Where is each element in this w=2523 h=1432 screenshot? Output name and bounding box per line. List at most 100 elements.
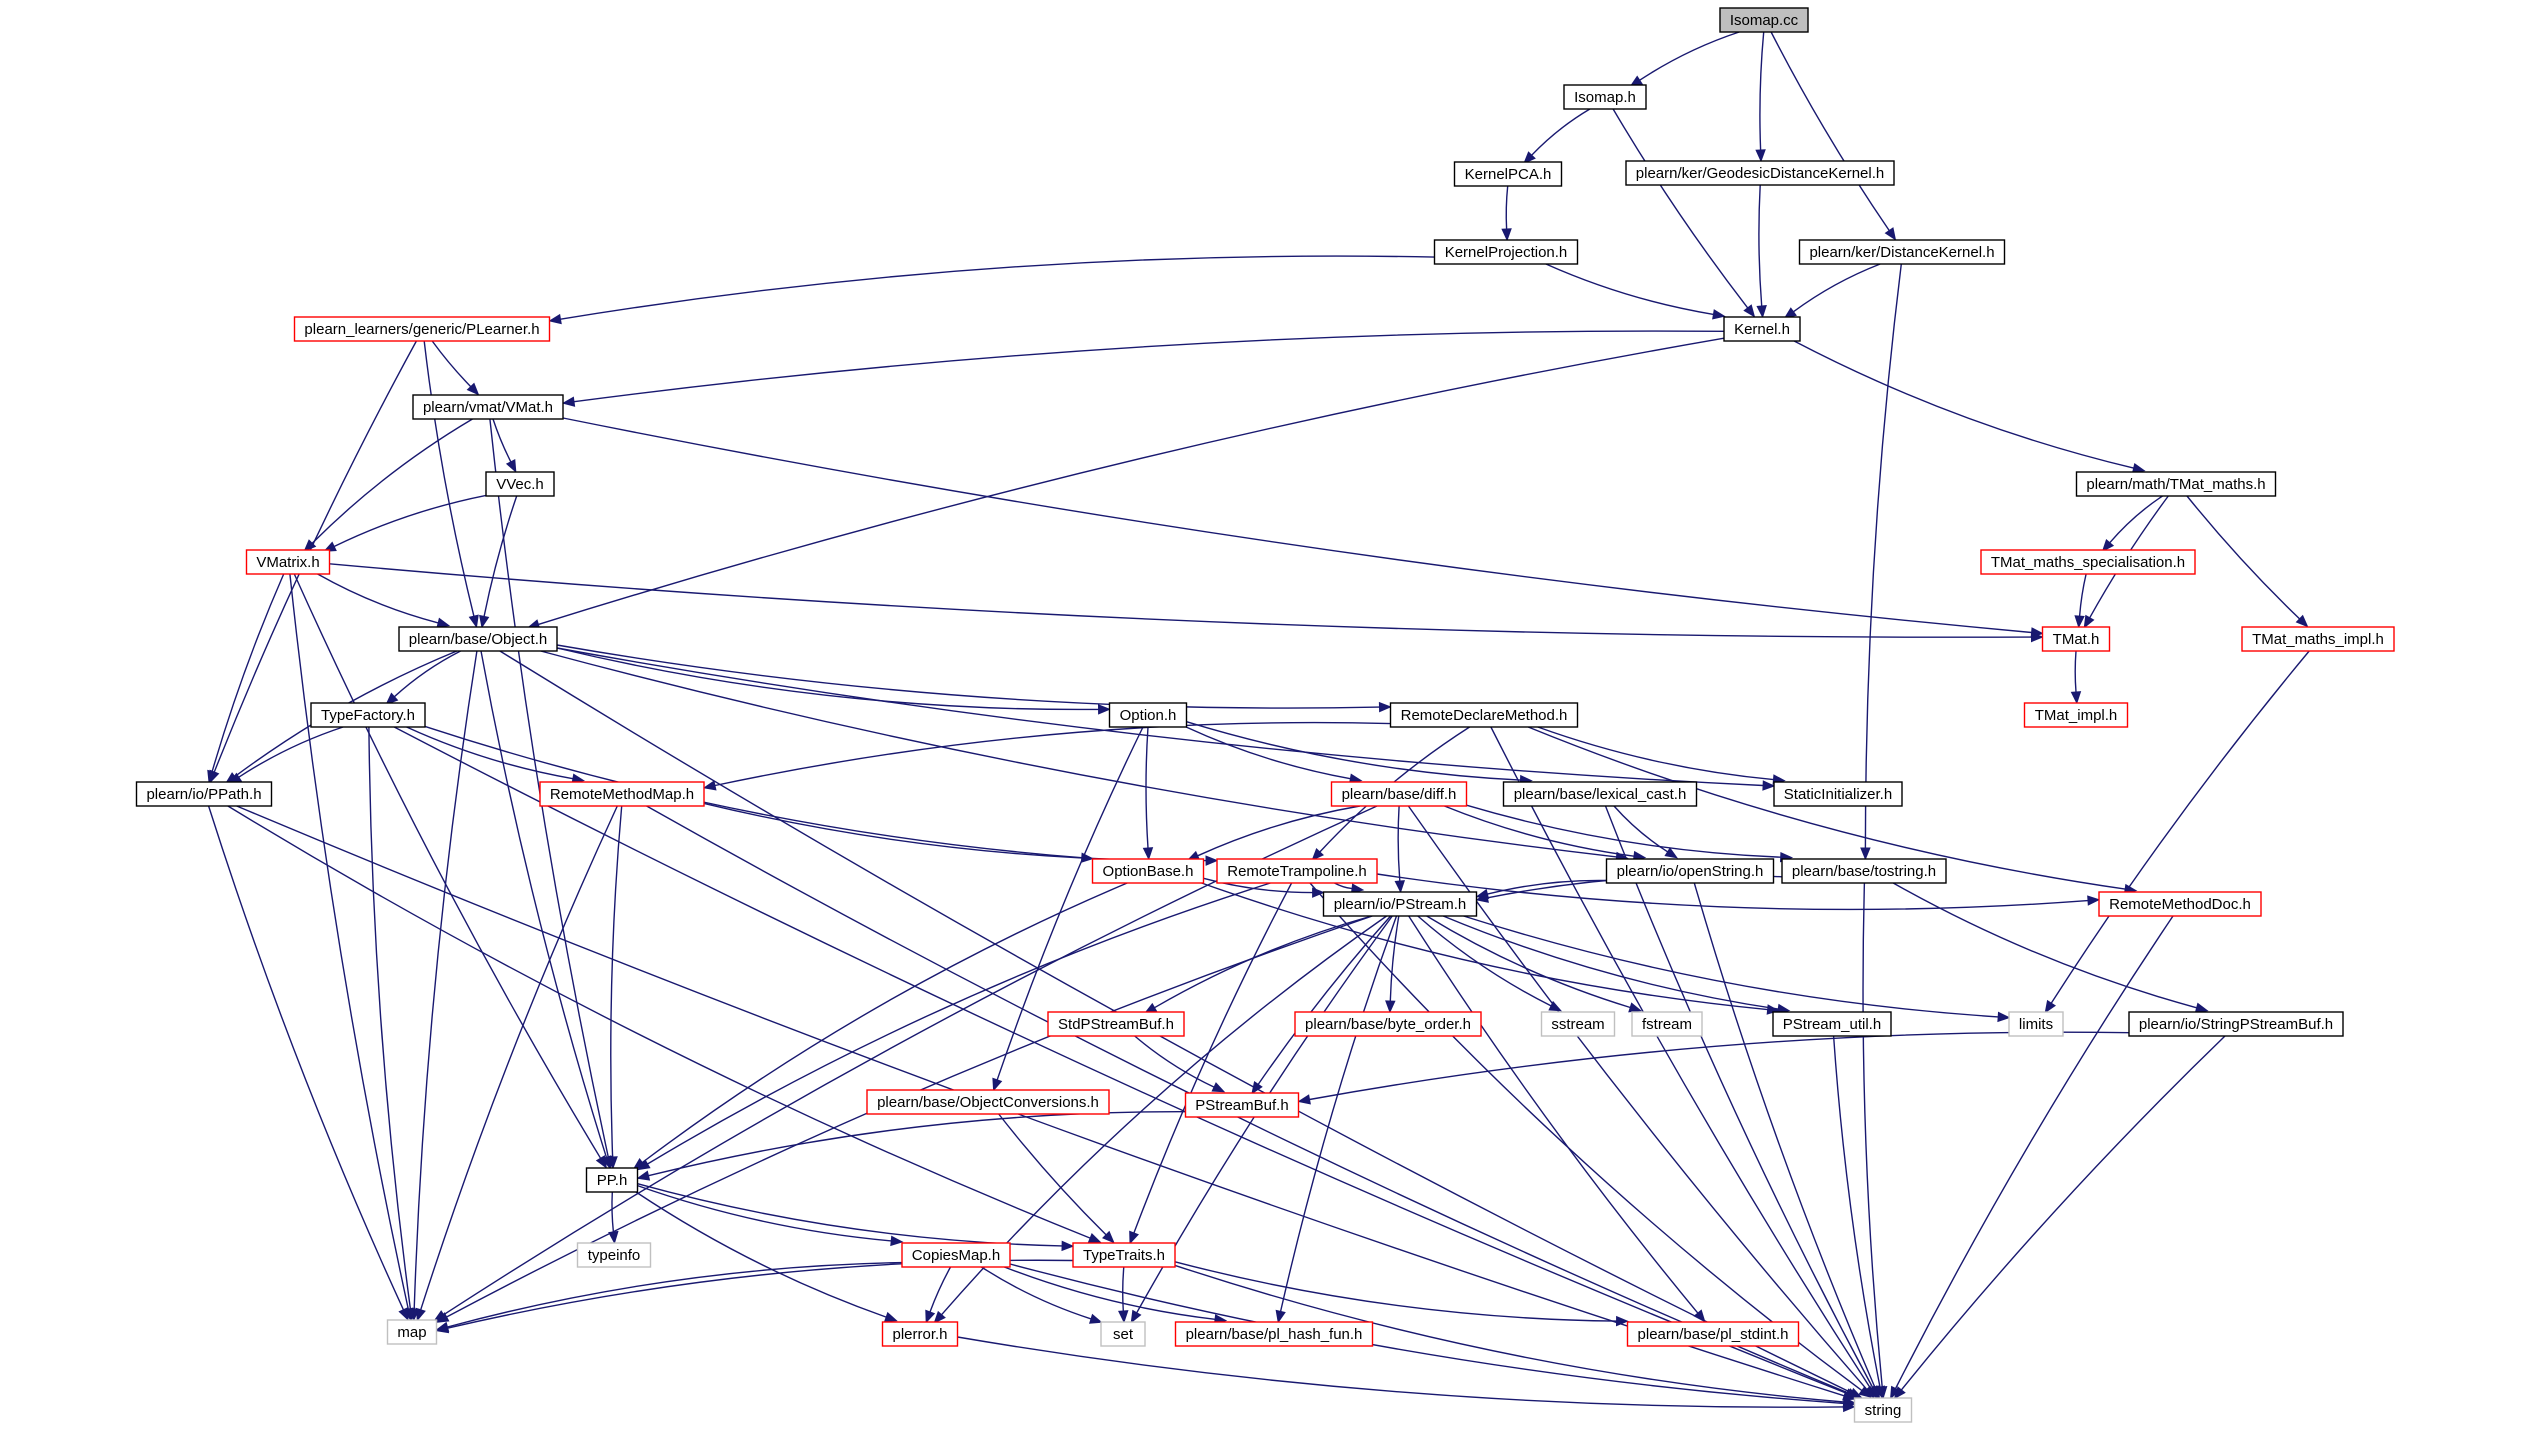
edge-stringpstreambuf-to-pstreambuf (1297, 1031, 2130, 1105)
edge-line (1376, 873, 2089, 911)
node-tostring[interactable]: plearn/base/tostring.h (1781, 858, 1947, 884)
node-label: plearn/vmat/VMat.h (423, 399, 553, 416)
edge-line (207, 805, 405, 1310)
node-objconv[interactable]: plearn/base/ObjectConversions.h (866, 1089, 1110, 1115)
edge-arrowhead (636, 1170, 651, 1181)
node-byteorder[interactable]: plearn/base/byte_order.h (1294, 1011, 1482, 1037)
node-diff[interactable]: plearn/base/diff.h (1330, 781, 1468, 807)
edge-arrowhead (435, 1312, 450, 1323)
edge-vmat-to-vmatrix (303, 418, 473, 552)
node-tmatimpl[interactable]: TMat_impl.h (2023, 702, 2129, 728)
node-stdpstreambuf[interactable]: StdPStreamBuf.h (1047, 1011, 1185, 1037)
edge-arrowhead (398, 1307, 409, 1321)
node-remotetrampoline[interactable]: RemoteTrampoline.h (1216, 858, 1378, 884)
edge-line (1185, 726, 1351, 780)
node-object[interactable]: plearn/base/Object.h (398, 626, 558, 652)
node-kernelproj[interactable]: KernelProjection.h (1433, 239, 1579, 265)
edge-line (703, 802, 1207, 862)
edge-line (1793, 340, 2134, 469)
edge-line (1197, 805, 1361, 857)
edge-isomap-h-to-kernel (1612, 108, 1756, 318)
node-optionbase[interactable]: OptionBase.h (1091, 858, 1205, 884)
node-tmatimpl-maths[interactable]: TMat_maths_impl.h (2241, 626, 2395, 652)
edge-line (406, 726, 574, 780)
edge-typefactory-to-ppath (228, 726, 344, 785)
node-tmatmaths[interactable]: plearn/math/TMat_maths.h (2075, 471, 2277, 497)
edge-remotedeclare-to-staticinit (1537, 726, 1786, 785)
edge-line (647, 882, 1271, 1165)
edge-line (1389, 915, 1400, 1002)
node-openstring[interactable]: plearn/io/openString.h (1605, 858, 1775, 884)
node-isomap-cc[interactable]: Isomap.cc (1719, 7, 1809, 33)
node-typetraits[interactable]: TypeTraits.h (1072, 1242, 1176, 1268)
node-kernel[interactable]: Kernel.h (1723, 316, 1801, 342)
node-distkernel[interactable]: plearn/ker/DistanceKernel.h (1798, 239, 2006, 265)
node-isomap-h[interactable]: Isomap.h (1563, 84, 1647, 110)
node-box (866, 1089, 1110, 1115)
edge-arrowhead (608, 1230, 619, 1245)
edge-copiesmap-to-plhashfun (1004, 1266, 1228, 1325)
edge-arrowhead (479, 614, 490, 629)
edge-line (996, 726, 1144, 1081)
edge-arrowhead (1130, 1309, 1142, 1324)
edge-arrowhead (1842, 1401, 1856, 1413)
node-string: string (1853, 1397, 1913, 1423)
node-box (1330, 781, 1468, 807)
edge-line (1426, 915, 1631, 1009)
edge-line (1186, 721, 1521, 781)
edge-arrowhead (1756, 305, 1767, 319)
node-pstreamutil[interactable]: PStream_util.h (1772, 1011, 1892, 1037)
node-plearner[interactable]: plearn_learners/generic/PLearner.h (293, 316, 551, 342)
edge-line (1201, 882, 1768, 1011)
node-remotedeclare[interactable]: RemoteDeclareMethod.h (1389, 702, 1579, 728)
edge-vmat-to-tmat (562, 417, 2044, 638)
node-vmat[interactable]: plearn/vmat/VMat.h (412, 394, 564, 420)
node-stringpstreambuf[interactable]: plearn/io/StringPStreamBuf.h (2128, 1011, 2344, 1037)
node-pstreambuf[interactable]: PStreamBuf.h (1184, 1092, 1300, 1118)
node-plerror[interactable]: plerror.h (881, 1321, 959, 1347)
node-plstdint[interactable]: plearn/base/pl_stdint.h (1626, 1321, 1800, 1347)
edge-line (2074, 650, 2077, 693)
node-vvec[interactable]: VVec.h (485, 471, 555, 497)
edge-typetraits-to-set (1118, 1266, 1129, 1324)
node-pp[interactable]: PP.h (585, 1167, 639, 1193)
edge-kernelpca-to-kernelproj (1501, 185, 1512, 242)
node-map: map (386, 1319, 438, 1345)
edge-line (1490, 726, 1872, 1389)
node-ppath[interactable]: plearn/io/PPath.h (135, 781, 273, 807)
node-lexicalcast[interactable]: plearn/base/lexical_cast.h (1502, 781, 1698, 807)
edge-arrowhead (303, 539, 317, 552)
edge-line (1894, 915, 2174, 1389)
node-pstream[interactable]: plearn/io/PStream.h (1322, 891, 1478, 917)
node-typefactory[interactable]: TypeFactory.h (310, 702, 426, 728)
node-plhashfun[interactable]: plearn/base/pl_hash_fun.h (1174, 1321, 1374, 1347)
edge-option-to-lexicalcast (1186, 721, 1533, 786)
node-limits: limits (2008, 1011, 2064, 1037)
node-geodesic[interactable]: plearn/ker/GeodesicDistanceKernel.h (1625, 160, 1895, 186)
node-kernelpca[interactable]: KernelPCA.h (1453, 161, 1563, 187)
edge-line (540, 650, 1617, 858)
edge-arrowhead (1860, 847, 1871, 861)
node-vmatrix[interactable]: VMatrix.h (245, 549, 331, 575)
node-box (1389, 702, 1579, 728)
node-box (310, 702, 426, 728)
node-box (412, 394, 564, 420)
node-option[interactable]: Option.h (1108, 702, 1188, 728)
edge-line (1334, 882, 1353, 890)
edge-arrowhead (1548, 1000, 1563, 1012)
node-label: RemoteTrampoline.h (1227, 863, 1367, 880)
edge-pstreamutil-to-string (1832, 1035, 1886, 1400)
node-tmat[interactable]: TMat.h (2041, 626, 2111, 652)
edge-pp-to-copiesmap (637, 1184, 904, 1247)
node-staticinit[interactable]: StaticInitializer.h (1773, 781, 1903, 807)
edge-line (2109, 495, 2163, 544)
edge-tmatmaths-to-tmatspec (2101, 495, 2163, 553)
node-remotemethodmap[interactable]: RemoteMethodMap.h (539, 781, 705, 807)
node-copiesmap[interactable]: CopiesMap.h (901, 1242, 1011, 1268)
node-tmatspec[interactable]: TMat_maths_specialisation.h (1980, 549, 2196, 575)
node-remotemethoddoc[interactable]: RemoteMethodDoc.h (2098, 891, 2262, 917)
node-label: CopiesMap.h (912, 1247, 1000, 1264)
edge-line (1203, 877, 1313, 894)
edge-pp-to-typetraits (637, 1183, 1075, 1252)
